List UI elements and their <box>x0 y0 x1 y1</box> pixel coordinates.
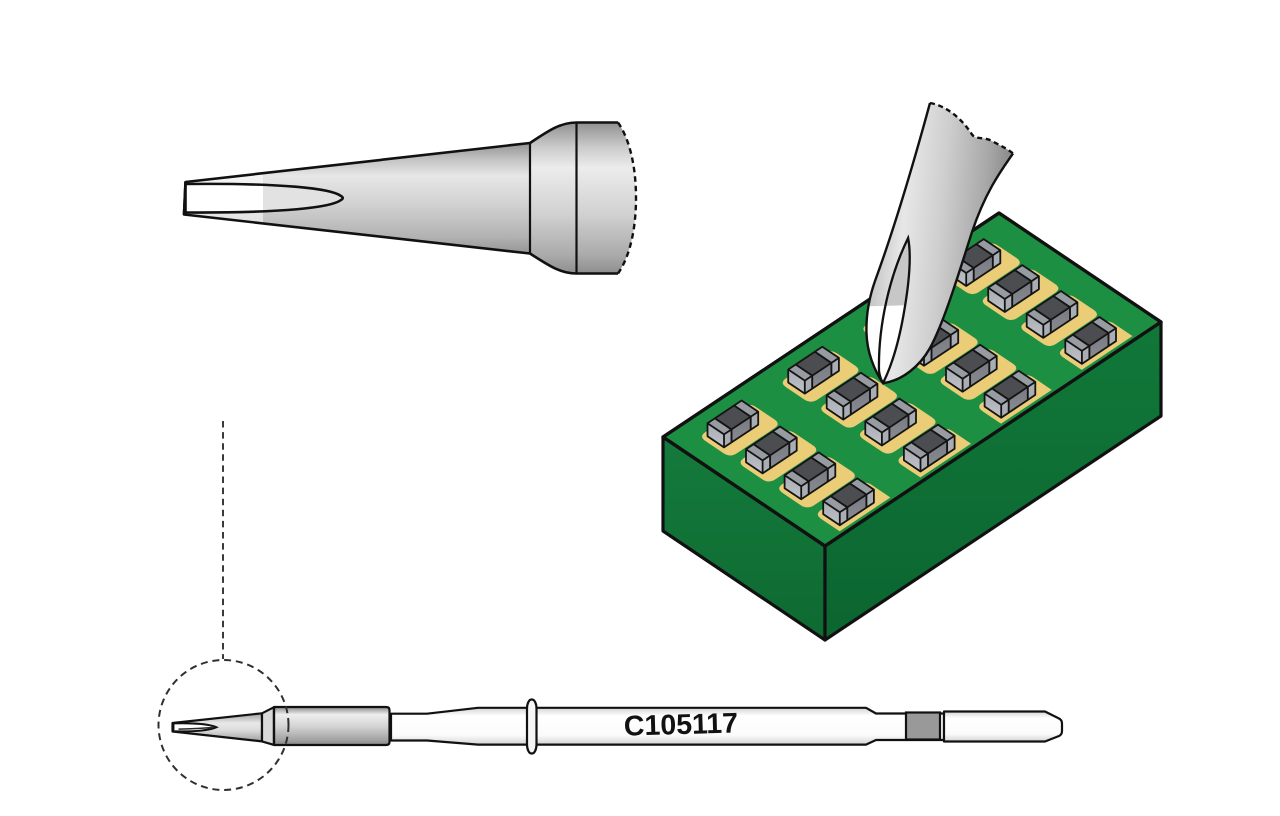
svg-text:C105117: C105117 <box>623 707 738 742</box>
